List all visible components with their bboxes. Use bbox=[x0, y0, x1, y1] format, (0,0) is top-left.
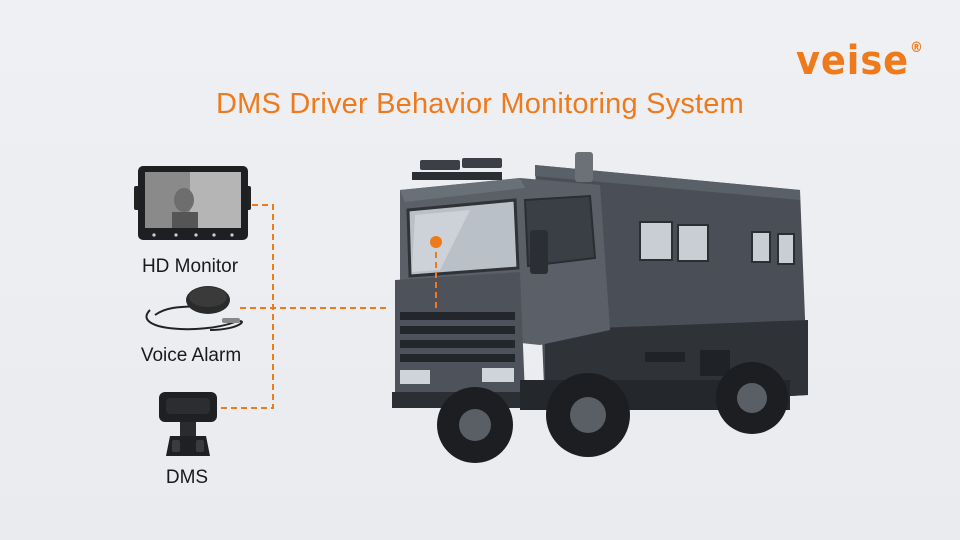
label-voice-alarm: Voice Alarm bbox=[140, 345, 242, 366]
registered-mark: ® bbox=[909, 40, 924, 56]
label-dms: DMS bbox=[165, 467, 209, 488]
brand-name: veise bbox=[796, 38, 910, 84]
monitor-icon bbox=[134, 166, 251, 240]
label-hd-monitor: HD Monitor bbox=[141, 256, 239, 277]
camera-icon bbox=[159, 392, 217, 456]
speaker-icon bbox=[145, 286, 243, 331]
brand-logo: veise® bbox=[796, 38, 924, 84]
page-title: DMS Driver Behavior Monitoring System bbox=[216, 88, 744, 120]
truck-icon bbox=[392, 152, 808, 463]
connector-lines bbox=[218, 204, 437, 409]
camera-mount-point bbox=[430, 236, 442, 248]
